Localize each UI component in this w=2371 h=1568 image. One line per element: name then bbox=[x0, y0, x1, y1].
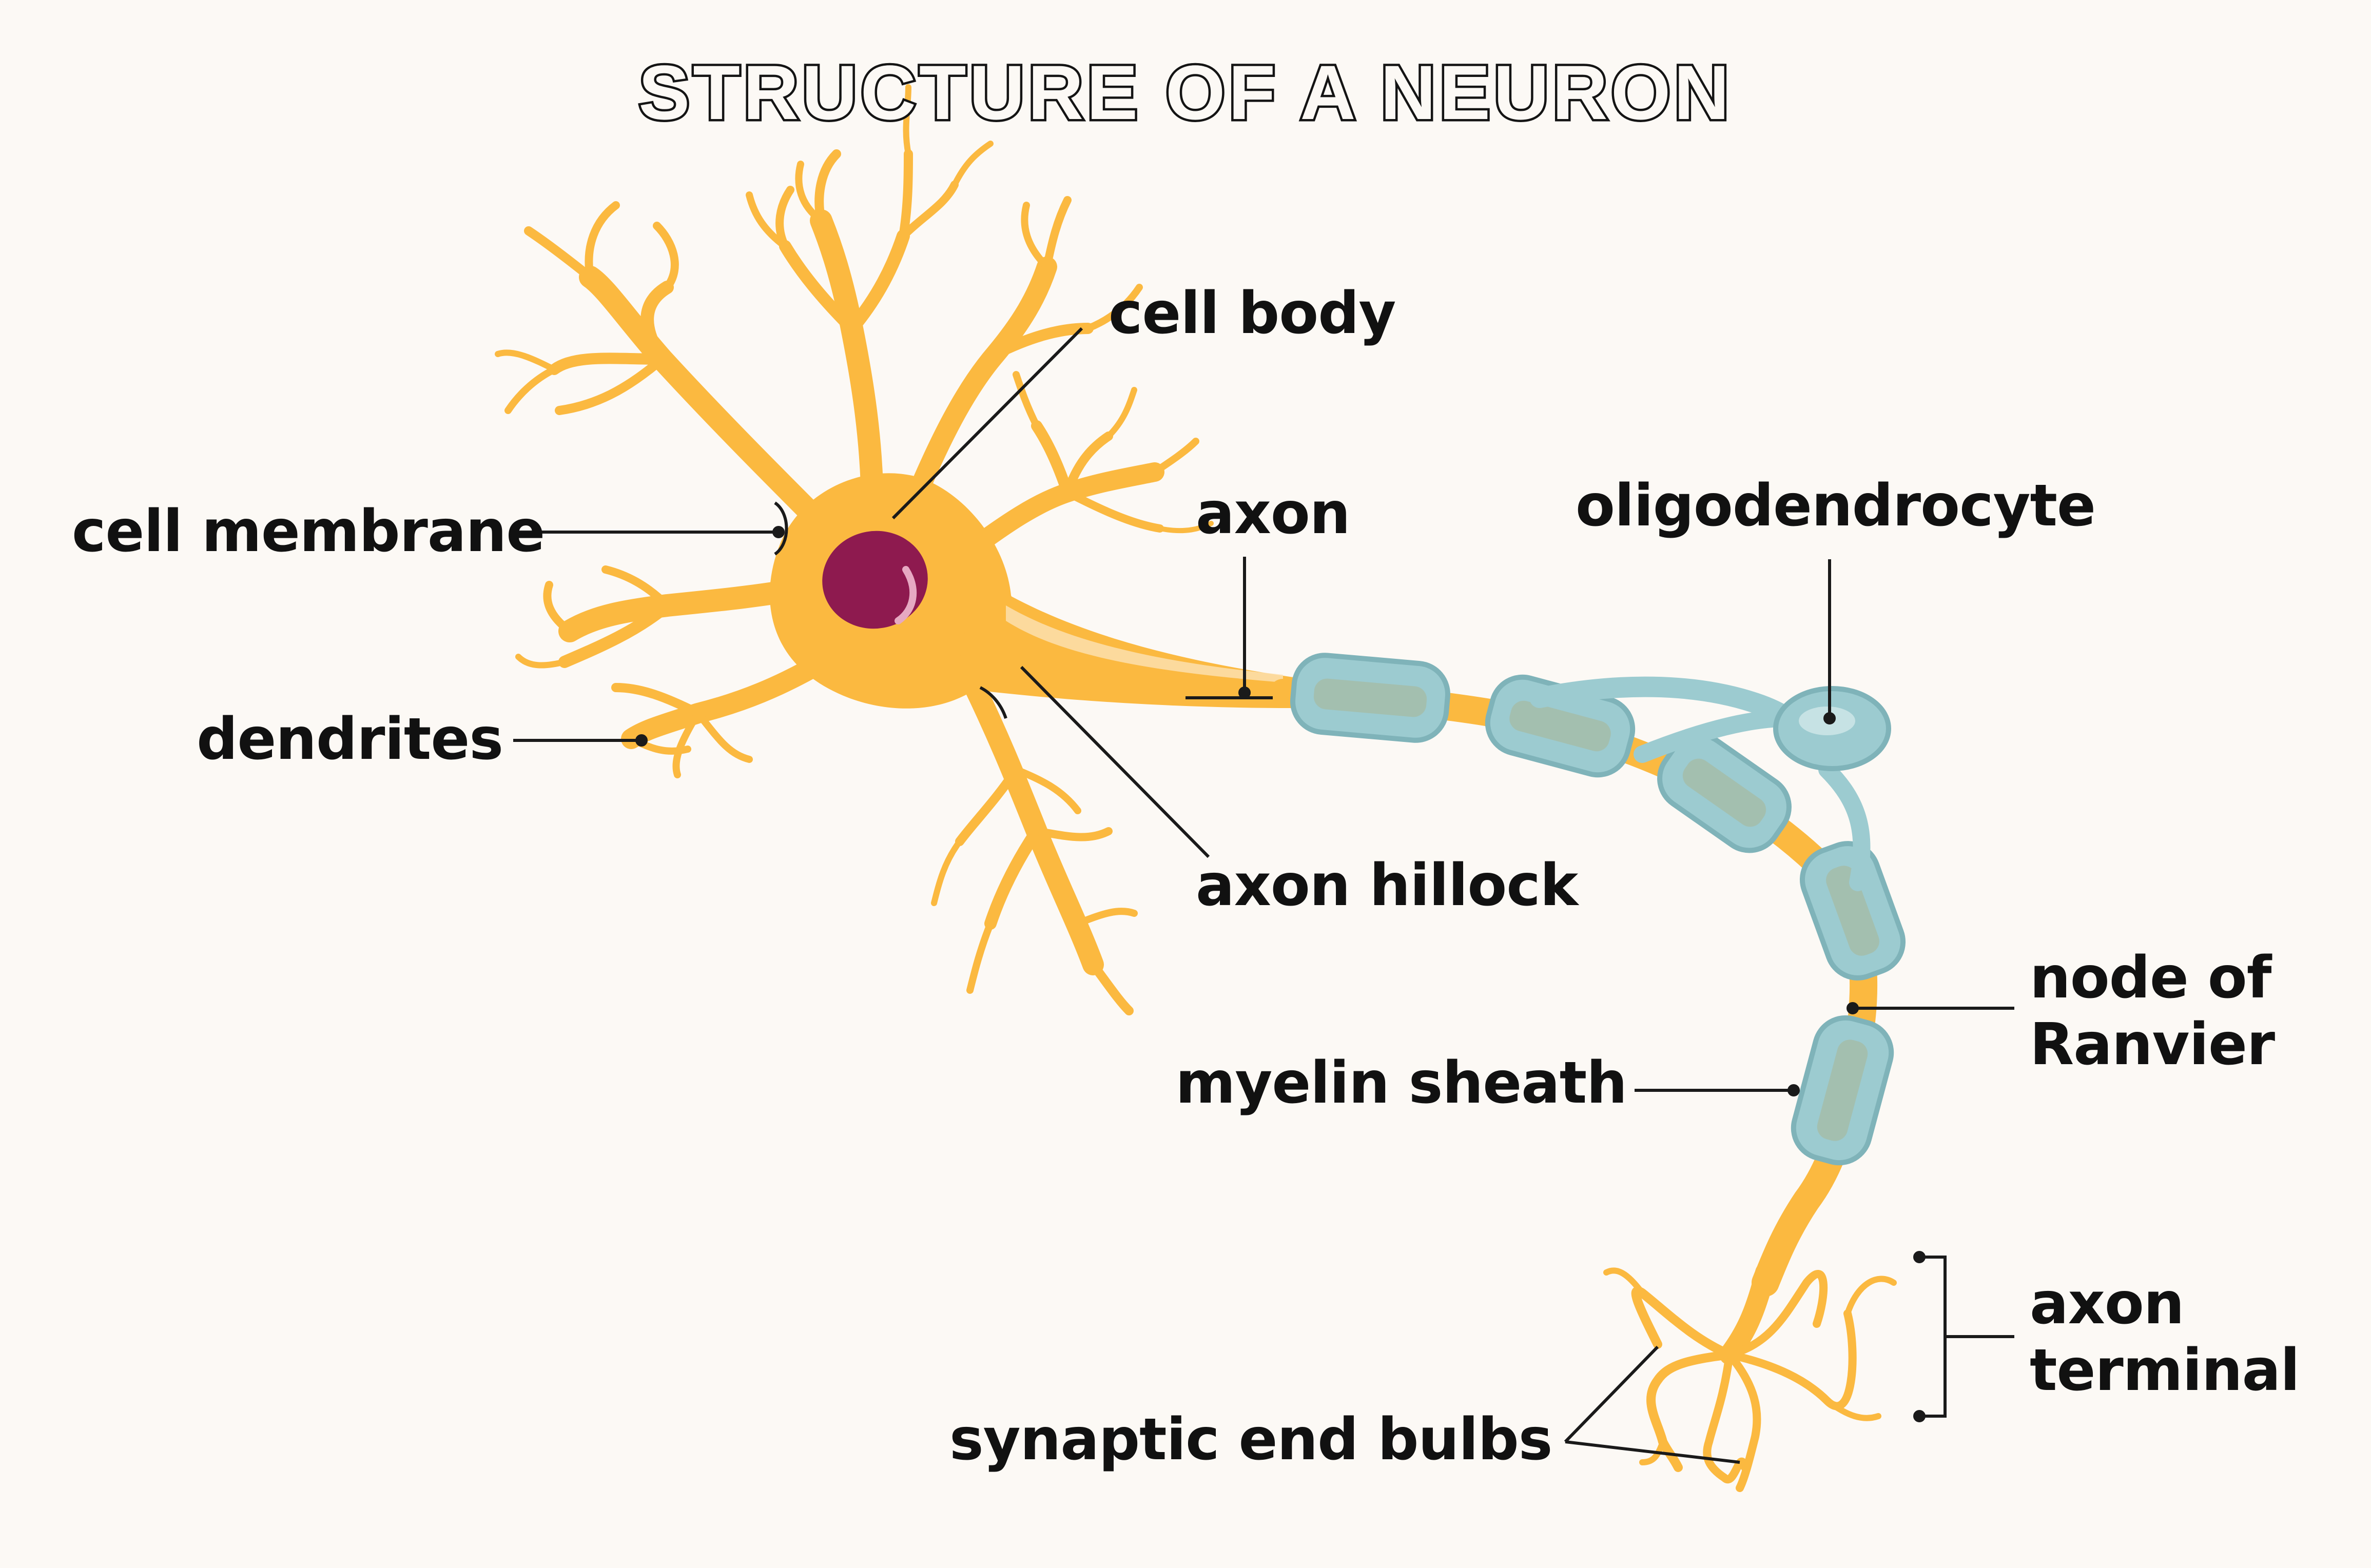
label-axon: axon bbox=[1196, 480, 1350, 547]
label-cell-body: cell body bbox=[1109, 280, 1396, 347]
axon-terminal-branches bbox=[1603, 1262, 1897, 1492]
nucleus bbox=[822, 531, 928, 629]
nucleus-highlight bbox=[895, 566, 917, 624]
oligodendrocyte bbox=[1529, 676, 1891, 891]
label-axon-terminal-2: terminal bbox=[2030, 1337, 2300, 1404]
label-axon-hillock: axon hillock bbox=[1196, 852, 1578, 919]
label-axon-terminal-1: axon bbox=[2030, 1270, 2184, 1337]
label-node-of-ranvier-1: node of bbox=[2030, 945, 2271, 1011]
label-node-of-ranvier-2: Ranvier bbox=[2030, 1011, 2275, 1078]
dendrites bbox=[495, 84, 1214, 1015]
axon-hillock-highlight bbox=[1006, 605, 1283, 682]
myelin-inner bbox=[1313, 678, 1879, 1141]
label-dendrites: dendrites bbox=[197, 706, 503, 773]
label-synaptic-end-bulbs: synaptic end bulbs bbox=[949, 1406, 1552, 1473]
diagram-title: STRUCTURE OF A NEURON bbox=[636, 49, 1733, 135]
leader-lines bbox=[513, 327, 2014, 1464]
label-cell-membrane: cell membrane bbox=[72, 498, 545, 565]
label-oligodendrocyte: oligodendrocyte bbox=[1576, 473, 2096, 539]
label-myelin-sheath: myelin sheath bbox=[1175, 1050, 1627, 1116]
